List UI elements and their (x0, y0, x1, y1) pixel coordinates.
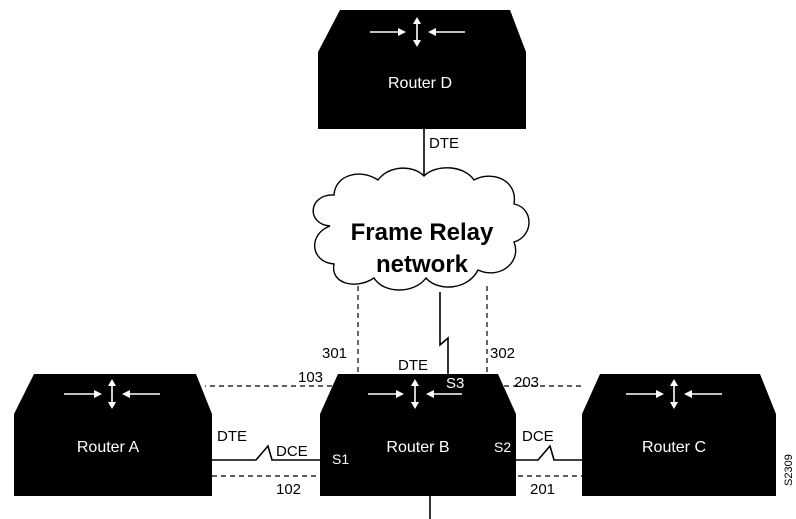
router-c: Router C (582, 374, 776, 496)
router-c-label: Router C (642, 439, 706, 456)
link-cloud-b (439, 292, 470, 379)
label-b-dce-left: DCE (276, 443, 308, 460)
label-dlci-301: 301 (322, 345, 347, 362)
router-b-label: Router B (386, 439, 449, 456)
router-d-arrows-icon (370, 17, 465, 47)
label-b-s3: S3 (446, 375, 464, 392)
pvc-301-103 (205, 286, 359, 387)
figure-id: S2309 (783, 454, 795, 486)
cloud-label-line2: network (376, 251, 469, 278)
router-b-s2-label: S2 (494, 439, 511, 455)
label-dlci-203: 203 (514, 374, 539, 391)
router-b-arrows-icon (368, 379, 462, 409)
label-b-dte: DTE (398, 357, 428, 374)
frame-relay-cloud: Frame Relay network (312, 167, 530, 291)
cloud-icon (312, 167, 530, 291)
router-a-label: Router A (77, 439, 140, 456)
router-a: Router A (14, 374, 212, 496)
link-a-b (212, 444, 320, 461)
label-dlci-103: 103 (298, 369, 323, 386)
router-d: Router D (318, 10, 526, 129)
label-dlci-302: 302 (490, 345, 515, 362)
label-a-dte: DTE (217, 428, 247, 445)
label-d-dte: DTE (429, 135, 459, 152)
pvc-302-203 (486, 286, 582, 387)
label-dlci-102: 102 (276, 481, 301, 498)
label-dlci-201: 201 (530, 481, 555, 498)
router-b-s1-label: S1 (332, 451, 349, 467)
router-c-arrows-icon (626, 379, 722, 409)
cloud-label-line1: Frame Relay (351, 219, 494, 246)
label-c-dce: DCE (522, 428, 554, 445)
router-d-label: Router D (388, 75, 452, 92)
link-b-c (516, 444, 582, 461)
router-b: Router B S1 S2 (320, 374, 516, 496)
router-a-arrows-icon (64, 379, 160, 409)
